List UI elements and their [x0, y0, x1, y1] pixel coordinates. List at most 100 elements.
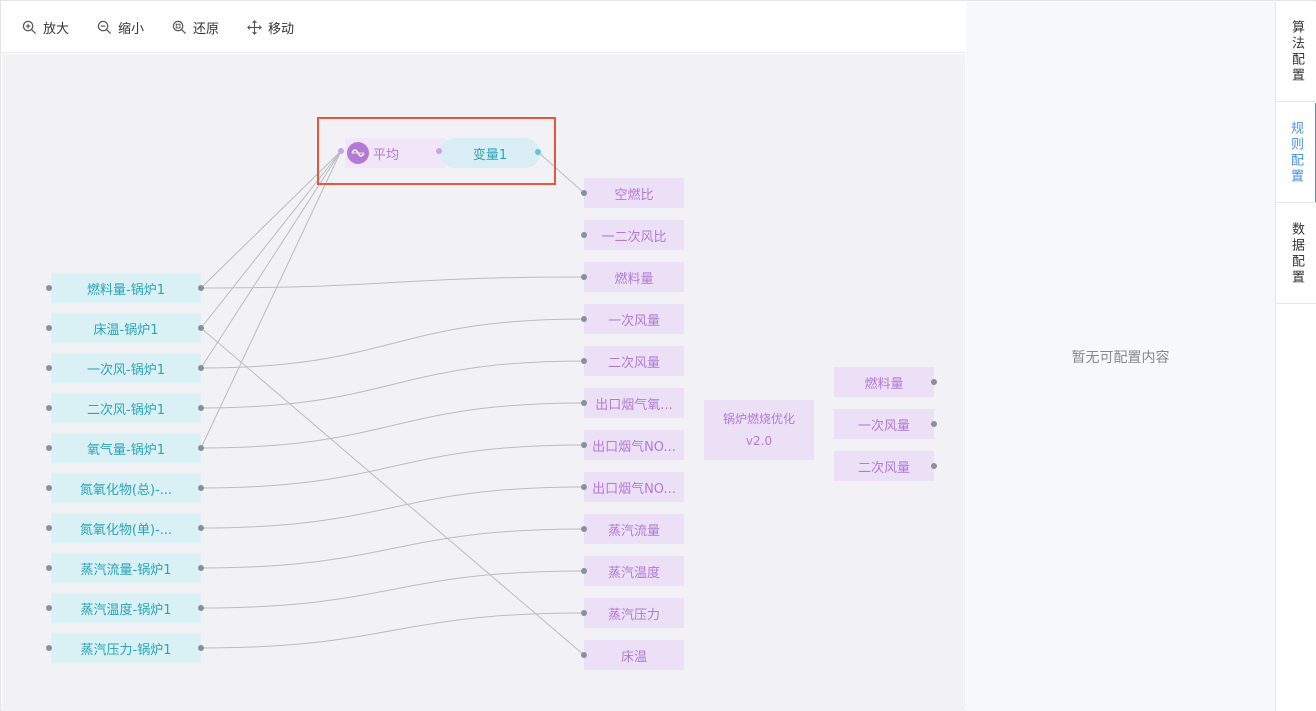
- target-input-port[interactable]: [581, 400, 587, 406]
- output-port[interactable]: [931, 379, 937, 385]
- target-node[interactable]: 出口烟气氧...: [584, 388, 684, 418]
- target-node-label: 蒸汽流量: [607, 523, 660, 539]
- source-output-port[interactable]: [198, 565, 204, 571]
- link-variable-to-target: [537, 151, 585, 194]
- zoom-out-button[interactable]: 缩小: [97, 18, 144, 37]
- function-input-port[interactable]: [338, 148, 344, 154]
- source-node[interactable]: 氮氧化物(单)-...: [51, 513, 201, 543]
- model-name: 锅炉燃烧优化: [722, 412, 795, 426]
- output-node[interactable]: 二次风量: [834, 451, 934, 481]
- target-input-port[interactable]: [581, 568, 587, 574]
- target-input-port[interactable]: [581, 232, 587, 238]
- tab-rule-config[interactable]: 规则配置: [1276, 103, 1316, 203]
- config-panel: 暂无可配置内容: [966, 2, 1275, 711]
- flow-canvas[interactable]: 平均 变量1 燃料量-锅炉1 床温-锅炉1 一次风-锅炉1 二次风-锅炉1 氧气量-锅炉…: [2, 54, 965, 711]
- source-node[interactable]: 氧气量-锅炉1: [51, 433, 201, 463]
- source-output-port[interactable]: [198, 285, 204, 291]
- move-button[interactable]: 移动: [247, 18, 294, 37]
- target-input-port[interactable]: [581, 358, 587, 364]
- tab-data-config[interactable]: 数据配置: [1276, 204, 1316, 304]
- source-input-port[interactable]: [46, 405, 52, 411]
- model-version: v2.0: [745, 434, 773, 448]
- source-input-port[interactable]: [46, 645, 52, 651]
- source-node[interactable]: 二次风-锅炉1: [51, 393, 201, 423]
- source-node[interactable]: 床温-锅炉1: [51, 313, 201, 343]
- source-node-label: 燃料量-锅炉1: [87, 282, 165, 298]
- source-node[interactable]: 蒸汽流量-锅炉1: [51, 553, 201, 583]
- function-node-average[interactable]: 平均: [345, 138, 445, 168]
- target-node[interactable]: 蒸汽温度: [584, 556, 684, 586]
- source-input-port[interactable]: [46, 605, 52, 611]
- target-node[interactable]: 出口烟气NO...: [584, 472, 684, 502]
- target-input-port[interactable]: [581, 610, 587, 616]
- target-node[interactable]: 出口烟气NO...: [584, 430, 684, 460]
- source-node-label: 二次风-锅炉1: [87, 402, 165, 418]
- source-output-port[interactable]: [198, 605, 204, 611]
- target-node[interactable]: 蒸汽流量: [584, 514, 684, 544]
- source-output-port[interactable]: [198, 325, 204, 331]
- link-source-to-target: [200, 486, 585, 529]
- move-label: 移动: [268, 21, 295, 37]
- side-tabs: 算法配置 规则配置 数据配置: [1275, 2, 1316, 711]
- target-node[interactable]: 空燃比: [584, 178, 684, 208]
- tab-algorithm-config[interactable]: 算法配置: [1276, 2, 1316, 102]
- empty-text: 暂无可配置内容: [1071, 349, 1170, 366]
- function-node-label: 平均: [373, 147, 400, 163]
- connection-lines: [200, 150, 585, 656]
- source-node[interactable]: 燃料量-锅炉1: [51, 273, 201, 303]
- zoom-in-icon: [22, 20, 37, 34]
- target-node[interactable]: 二次风量: [584, 346, 684, 376]
- output-node[interactable]: 一次风量: [834, 409, 934, 439]
- target-input-port[interactable]: [581, 442, 587, 448]
- source-node[interactable]: 一次风-锅炉1: [51, 353, 201, 383]
- source-node[interactable]: 蒸汽温度-锅炉1: [51, 593, 201, 623]
- source-output-port[interactable]: [198, 645, 204, 651]
- output-port[interactable]: [931, 421, 937, 427]
- source-input-port[interactable]: [46, 565, 52, 571]
- function-output-port[interactable]: [436, 148, 442, 154]
- source-node-label: 氮氧化物(总)-...: [79, 482, 173, 498]
- source-output-port[interactable]: [198, 445, 204, 451]
- target-node[interactable]: 燃料量: [584, 262, 684, 292]
- target-input-port[interactable]: [581, 274, 587, 280]
- target-node[interactable]: 一次风量: [584, 304, 684, 334]
- source-input-port[interactable]: [46, 285, 52, 291]
- output-node-label: 二次风量: [857, 460, 910, 476]
- variable-node-label: 变量1: [472, 147, 508, 163]
- source-node-label: 氮氧化物(单)-...: [79, 522, 173, 538]
- zoom-in-button[interactable]: 放大: [22, 18, 69, 37]
- reset-button[interactable]: 还原: [172, 18, 219, 37]
- variable-node[interactable]: 变量1: [440, 138, 540, 168]
- average-icon: [347, 142, 369, 164]
- source-output-port[interactable]: [198, 365, 204, 371]
- source-input-port[interactable]: [46, 445, 52, 451]
- target-node[interactable]: 床温: [584, 640, 684, 670]
- variable-output-port[interactable]: [535, 149, 541, 155]
- target-node[interactable]: 蒸汽压力: [584, 598, 684, 628]
- target-input-port[interactable]: [581, 526, 587, 532]
- source-input-port[interactable]: [46, 365, 52, 371]
- output-port[interactable]: [931, 463, 937, 469]
- link-to-function: [200, 150, 342, 449]
- output-node[interactable]: 燃料量: [834, 367, 934, 397]
- zoom-in-label: 放大: [43, 21, 70, 37]
- source-input-port[interactable]: [46, 525, 52, 531]
- source-input-port[interactable]: [46, 485, 52, 491]
- link-source-to-target: [200, 327, 585, 656]
- target-node-label: 二次风量: [607, 355, 660, 371]
- source-output-port[interactable]: [198, 485, 204, 491]
- target-input-port[interactable]: [581, 652, 587, 658]
- source-input-port[interactable]: [46, 325, 52, 331]
- source-node[interactable]: 蒸汽压力-锅炉1: [51, 633, 201, 663]
- source-output-port[interactable]: [198, 525, 204, 531]
- target-node-label: 一二次风比: [601, 229, 667, 245]
- target-input-port[interactable]: [581, 316, 587, 322]
- target-input-port[interactable]: [581, 190, 587, 196]
- target-input-port[interactable]: [581, 484, 587, 490]
- target-node[interactable]: 一二次风比: [584, 220, 684, 250]
- source-output-port[interactable]: [198, 405, 204, 411]
- target-node-label: 出口烟气NO...: [592, 439, 676, 455]
- model-node[interactable]: 锅炉燃烧优化 v2.0: [704, 400, 814, 460]
- source-node[interactable]: 氮氧化物(总)-...: [51, 473, 201, 503]
- reset-zoom-icon: [172, 20, 187, 34]
